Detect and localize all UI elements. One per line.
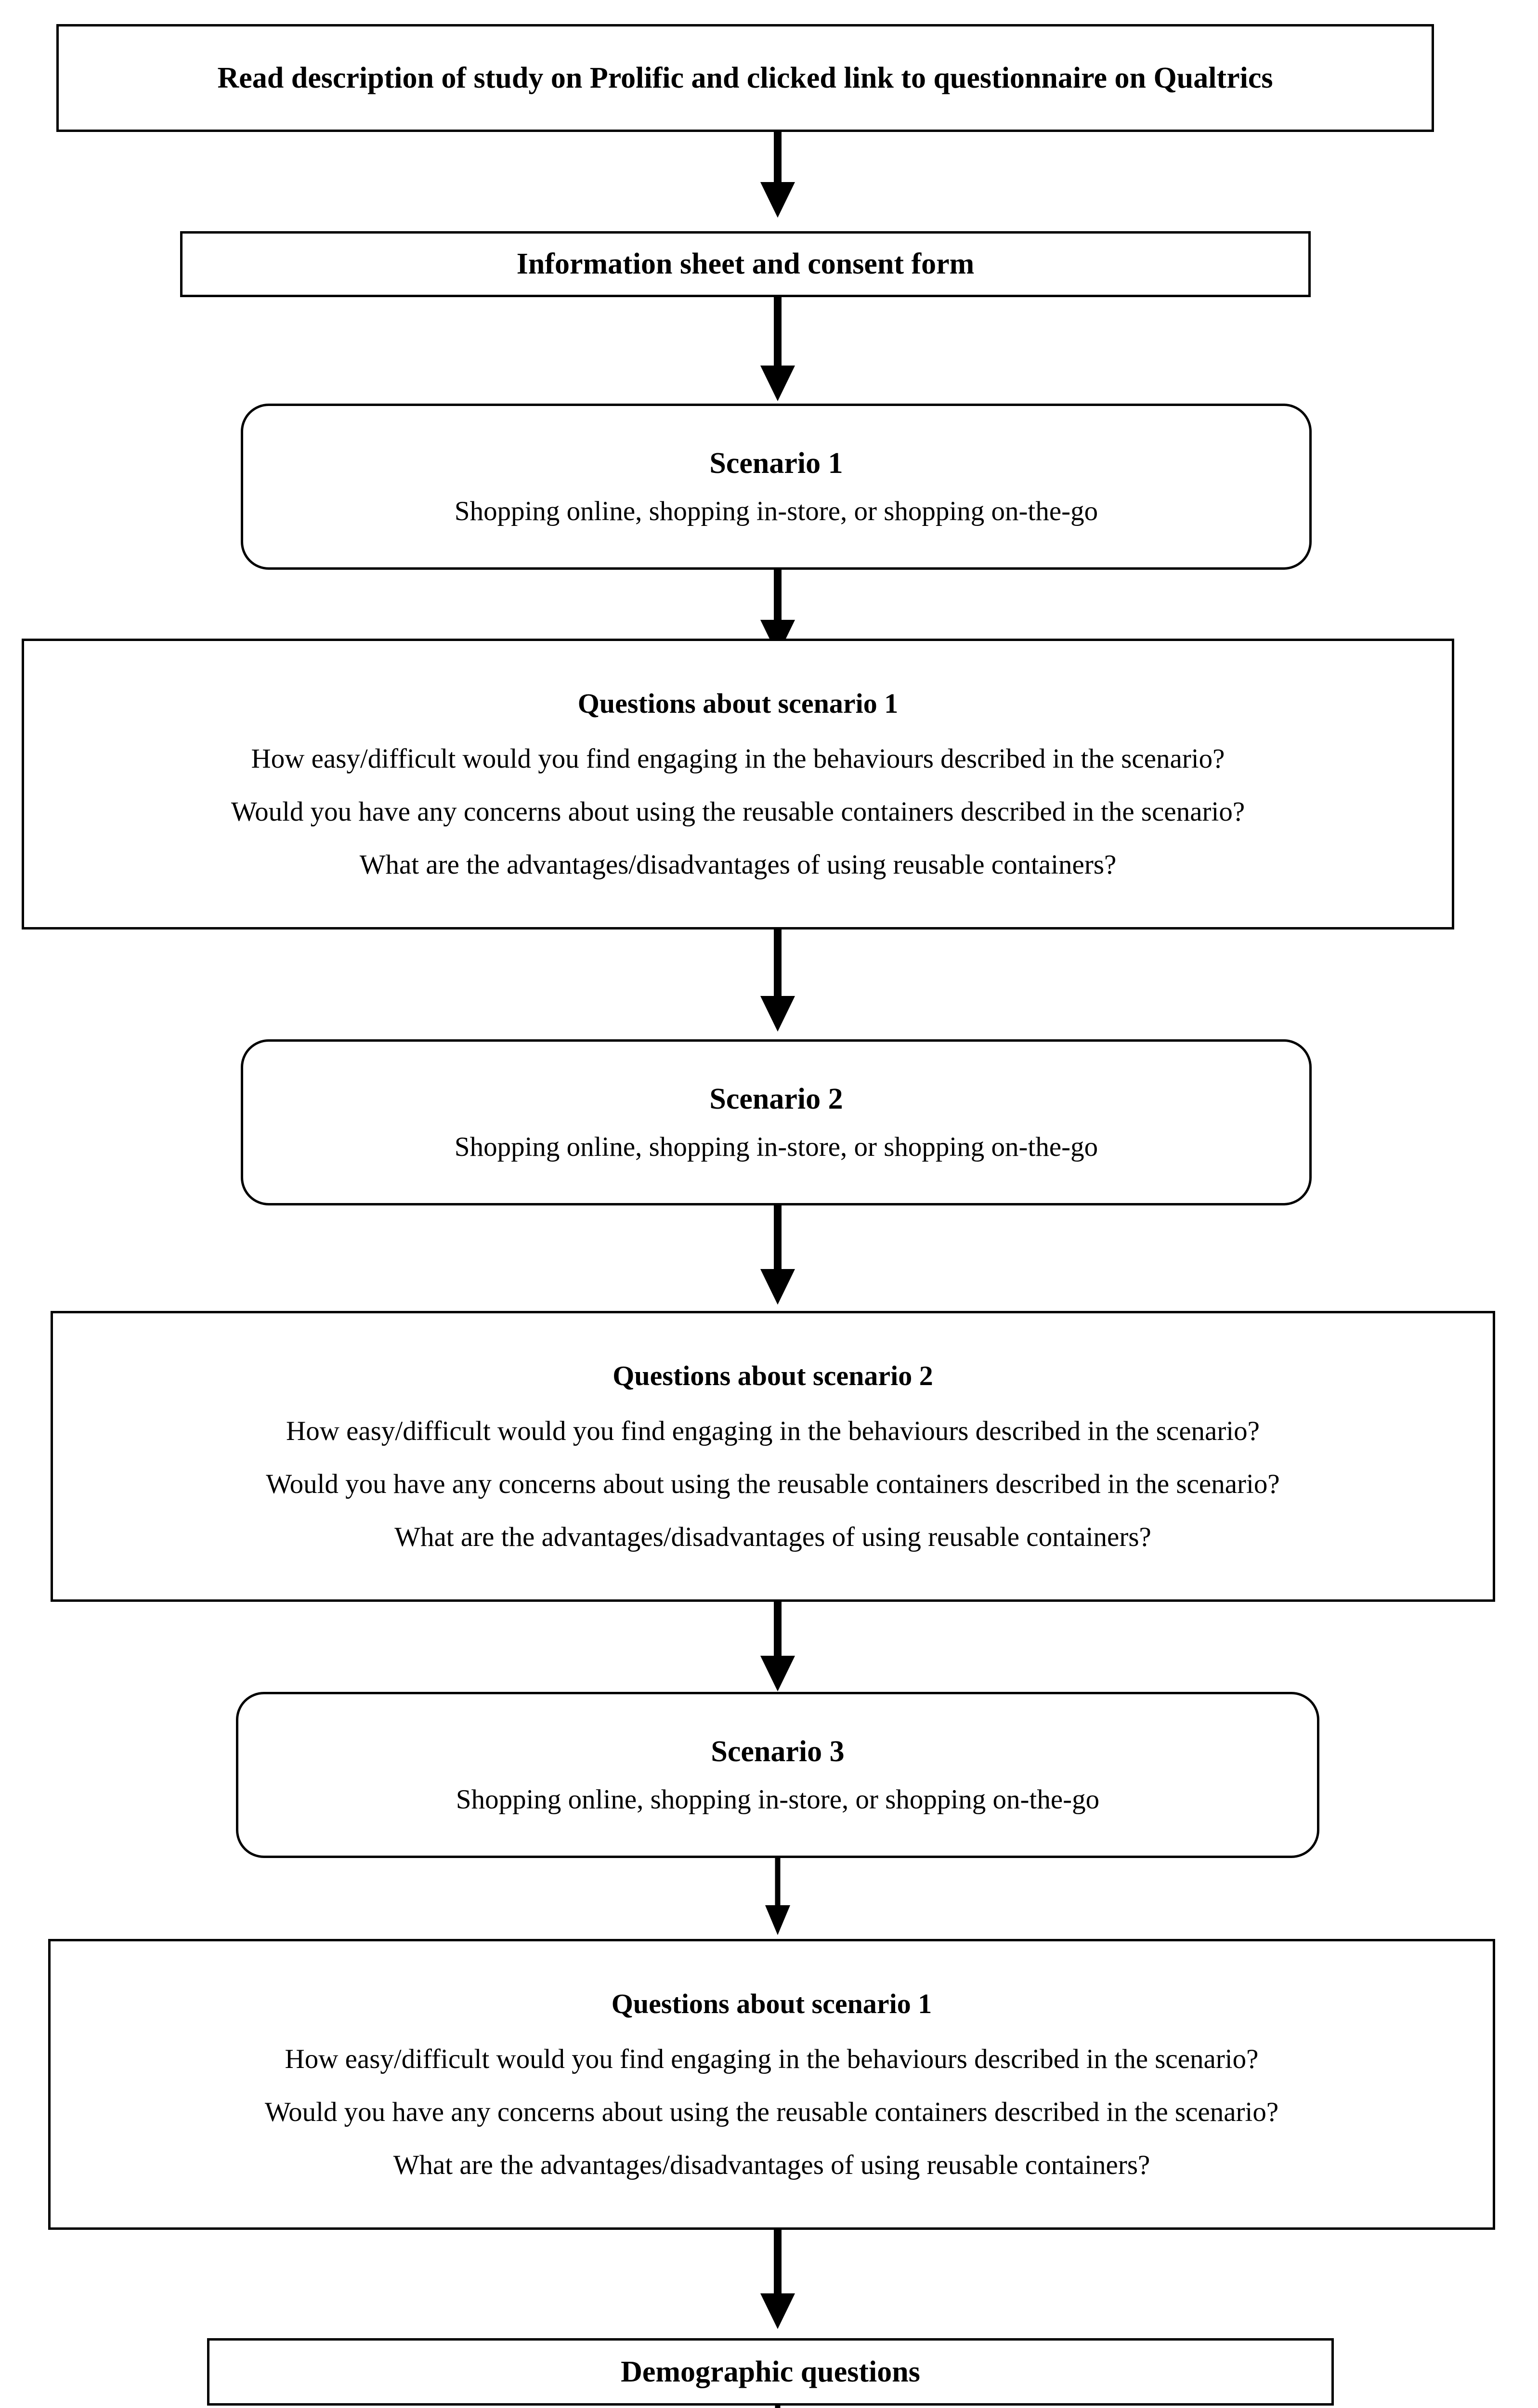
node-demographic-questions: Demographic questions [207,2338,1334,2406]
node-scenario-2: Scenario 2 Shopping online, shopping in-… [241,1039,1312,1205]
arrow-shaft [774,297,782,369]
question-item: Would you have any concerns about using … [231,796,1245,827]
question-item: Would you have any concerns about using … [264,2096,1279,2127]
node-detail: Shopping online, shopping in-store, or s… [454,496,1098,526]
arrow-head [760,996,795,1032]
arrow-shaft [774,1205,782,1273]
node-title: Questions about scenario 1 [577,688,899,720]
arrow-head [760,1656,795,1691]
node-title: Scenario 1 [709,447,843,480]
question-item: How easy/difficult would you find engagi… [285,2043,1259,2074]
node-title: Demographic questions [621,2355,920,2388]
arrow-head [760,1269,795,1305]
arrow-shaft [775,2406,781,2408]
arrow-head [765,1905,790,1935]
question-item: How easy/difficult would you find engagi… [286,1415,1260,1446]
node-title: Scenario 2 [709,1083,843,1116]
question-item: Would you have any concerns about using … [266,1468,1280,1499]
node-title: Information sheet and consent form [516,248,975,281]
question-item: How easy/difficult would you find engagi… [251,743,1225,774]
arrow-shaft [774,132,782,186]
arrow-shaft [774,570,782,624]
node-detail: Shopping online, shopping in-store, or s… [454,1131,1098,1162]
node-information-consent: Information sheet and consent form [180,231,1311,297]
arrow-head [760,182,795,218]
node-detail: Shopping online, shopping in-store, or s… [456,1784,1100,1815]
question-item: What are the advantages/disadvantages of… [359,849,1117,880]
arrow-shaft [774,2230,782,2297]
arrow-head [760,366,795,401]
arrow-shaft [774,1602,782,1660]
node-title: Questions about scenario 2 [613,1360,933,1392]
node-questions-2: Questions about scenario 2 How easy/diff… [51,1311,1495,1602]
node-title: Read description of study on Prolific an… [217,61,1273,94]
arrow-shaft [775,1858,781,1909]
node-read-description: Read description of study on Prolific an… [56,24,1434,132]
node-questions-1: Questions about scenario 1 How easy/diff… [22,639,1454,929]
node-questions-3: Questions about scenario 1 How easy/diff… [48,1939,1495,2230]
question-item: What are the advantages/disadvantages of… [393,2149,1150,2180]
node-title: Scenario 3 [711,1735,845,1768]
node-scenario-1: Scenario 1 Shopping online, shopping in-… [241,404,1312,570]
node-title: Questions about scenario 1 [611,1988,932,2020]
node-scenario-3: Scenario 3 Shopping online, shopping in-… [236,1692,1319,1858]
arrow-shaft [774,929,782,1000]
question-item: What are the advantages/disadvantages of… [394,1521,1151,1552]
arrow-head [760,2293,795,2329]
